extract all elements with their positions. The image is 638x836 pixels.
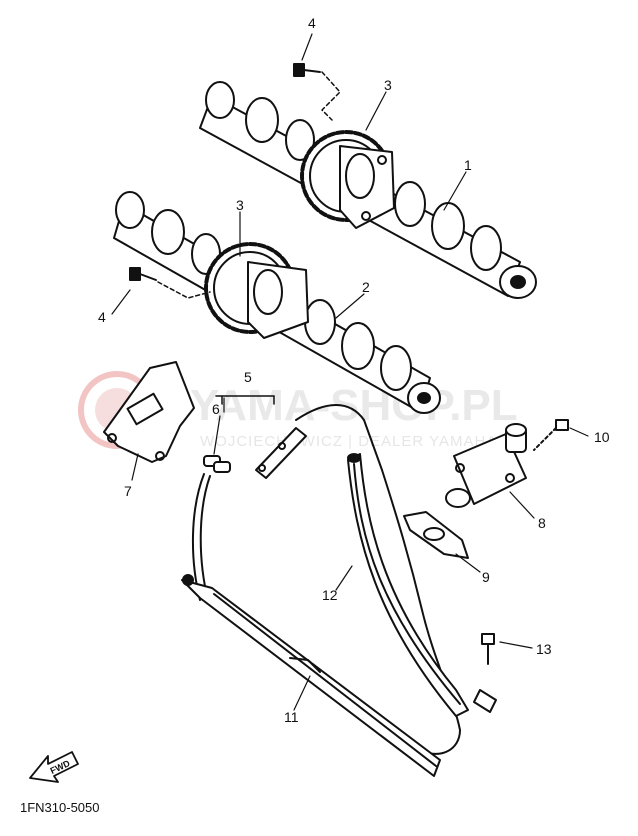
chain-guide-top [103, 361, 195, 463]
callout-13: 13 [536, 641, 552, 657]
callout-9: 9 [482, 569, 490, 585]
guide-bolt [473, 633, 497, 713]
callout-4-upper: 4 [308, 15, 316, 31]
callout-4-lower: 4 [98, 309, 106, 325]
callout-labels: 4 3 1 3 2 4 5 6 7 8 9 10 12 13 11 [98, 15, 610, 725]
chain-guide-rear [347, 453, 469, 717]
chain-guide-front [181, 574, 441, 777]
callout-7: 7 [124, 483, 132, 499]
callout-3-upper: 3 [384, 77, 392, 93]
forward-arrow-icon [29, 751, 79, 783]
callout-8: 8 [538, 515, 546, 531]
part-code: 1FN310-5050 [20, 800, 100, 815]
callout-5: 5 [244, 369, 252, 385]
upper-cam-sprocket [300, 130, 395, 229]
watermark-brand: YAMA-SHOP.PL [190, 381, 518, 430]
callout-10: 10 [594, 429, 610, 445]
watermark-dealer: WOJCIECHOWICZ | DEALER YAMAHA [200, 433, 497, 450]
tensioner-gasket [403, 511, 469, 559]
sprocket-bolt-lower [129, 267, 211, 299]
sprocket-bolt-upper [293, 63, 341, 121]
leader-lines [111, 33, 589, 711]
callout-12: 12 [322, 587, 338, 603]
callout-2: 2 [362, 279, 370, 295]
callout-1: 1 [464, 157, 472, 173]
callout-6: 6 [212, 401, 220, 417]
chain-master-link [203, 395, 307, 479]
chain-tensioner [445, 423, 527, 508]
lower-cam-sprocket [204, 242, 309, 339]
tensioner-bolt [533, 419, 569, 451]
watermark: YAMA-SHOP.PL WOJCIECHOWICZ | DEALER YAMA… [78, 371, 518, 450]
callout-3-lower: 3 [236, 197, 244, 213]
callout-11: 11 [284, 709, 299, 725]
cam-chain [191, 404, 461, 755]
